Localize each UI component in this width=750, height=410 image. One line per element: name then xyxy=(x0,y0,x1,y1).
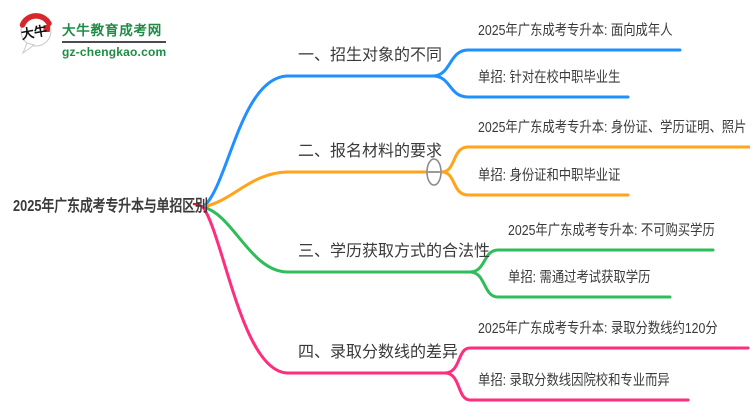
logo-red-seal xyxy=(43,25,50,32)
logo-red-arc xyxy=(19,13,52,28)
branch-4-leaf-2-line xyxy=(443,371,690,402)
branch-1-leaf-2-line xyxy=(431,74,630,99)
collapse-toggle-icon[interactable] xyxy=(426,158,442,186)
logo-divider xyxy=(62,41,167,43)
leaf-node-3b[interactable]: 单招: 需通过考试获取学历 xyxy=(508,270,651,286)
leaf-node-4b[interactable]: 单招: 录取分数线因院校和专业而异 xyxy=(478,373,670,389)
site-logo[interactable]: 大牛 大牛教育成考网 gz-chengkao.com xyxy=(17,9,167,59)
leaf-node-1b[interactable]: 单招: 针对在校中职毕业生 xyxy=(478,70,621,86)
branch-node-1[interactable]: 一、招生对象的不同 xyxy=(298,47,443,64)
logo-title: 大牛教育成考网 xyxy=(62,23,163,38)
leaf-node-2a[interactable]: 2025年广东成考专升本: 身份证、学历证明、照片 xyxy=(478,120,747,136)
leaf-node-4a[interactable]: 2025年广东成考专升本: 录取分数线约120分 xyxy=(478,321,718,337)
logo-icon-text: 大牛 xyxy=(20,23,48,42)
branch-1-connector-line xyxy=(201,74,435,209)
leaf-node-3a[interactable]: 2025年广东成考专升本: 不可购买学历 xyxy=(508,223,715,239)
branch-3-connector-line xyxy=(201,205,472,274)
branch-3-leaf-2-line xyxy=(468,270,672,299)
branch-node-3[interactable]: 三、学历获取方式的合法性 xyxy=(298,243,491,260)
daniu-logo-icon: 大牛 xyxy=(19,13,52,55)
branch-4-connector-line xyxy=(201,205,447,375)
branch-node-4[interactable]: 四、录取分数线的差异 xyxy=(298,344,459,361)
branch-2-leaf-2-line xyxy=(440,170,630,197)
root-node[interactable]: 2025年广东成考专升本与单招区别 xyxy=(13,198,208,215)
logo-subtitle: gz-chengkao.com xyxy=(62,45,167,59)
branch-2-connector-line xyxy=(201,170,428,209)
branch-1-leaf-1-line xyxy=(431,48,682,78)
branch-node-2[interactable]: 二、报名材料的要求 xyxy=(298,143,443,160)
leaf-node-2b[interactable]: 单招: 身份证和中职毕业证 xyxy=(478,168,621,184)
branch-4-leaf-1-line xyxy=(443,346,750,375)
logo-bubble-tail xyxy=(21,42,36,55)
leaf-node-1a[interactable]: 2025年广东成考专升本: 面向成年人 xyxy=(478,23,673,39)
